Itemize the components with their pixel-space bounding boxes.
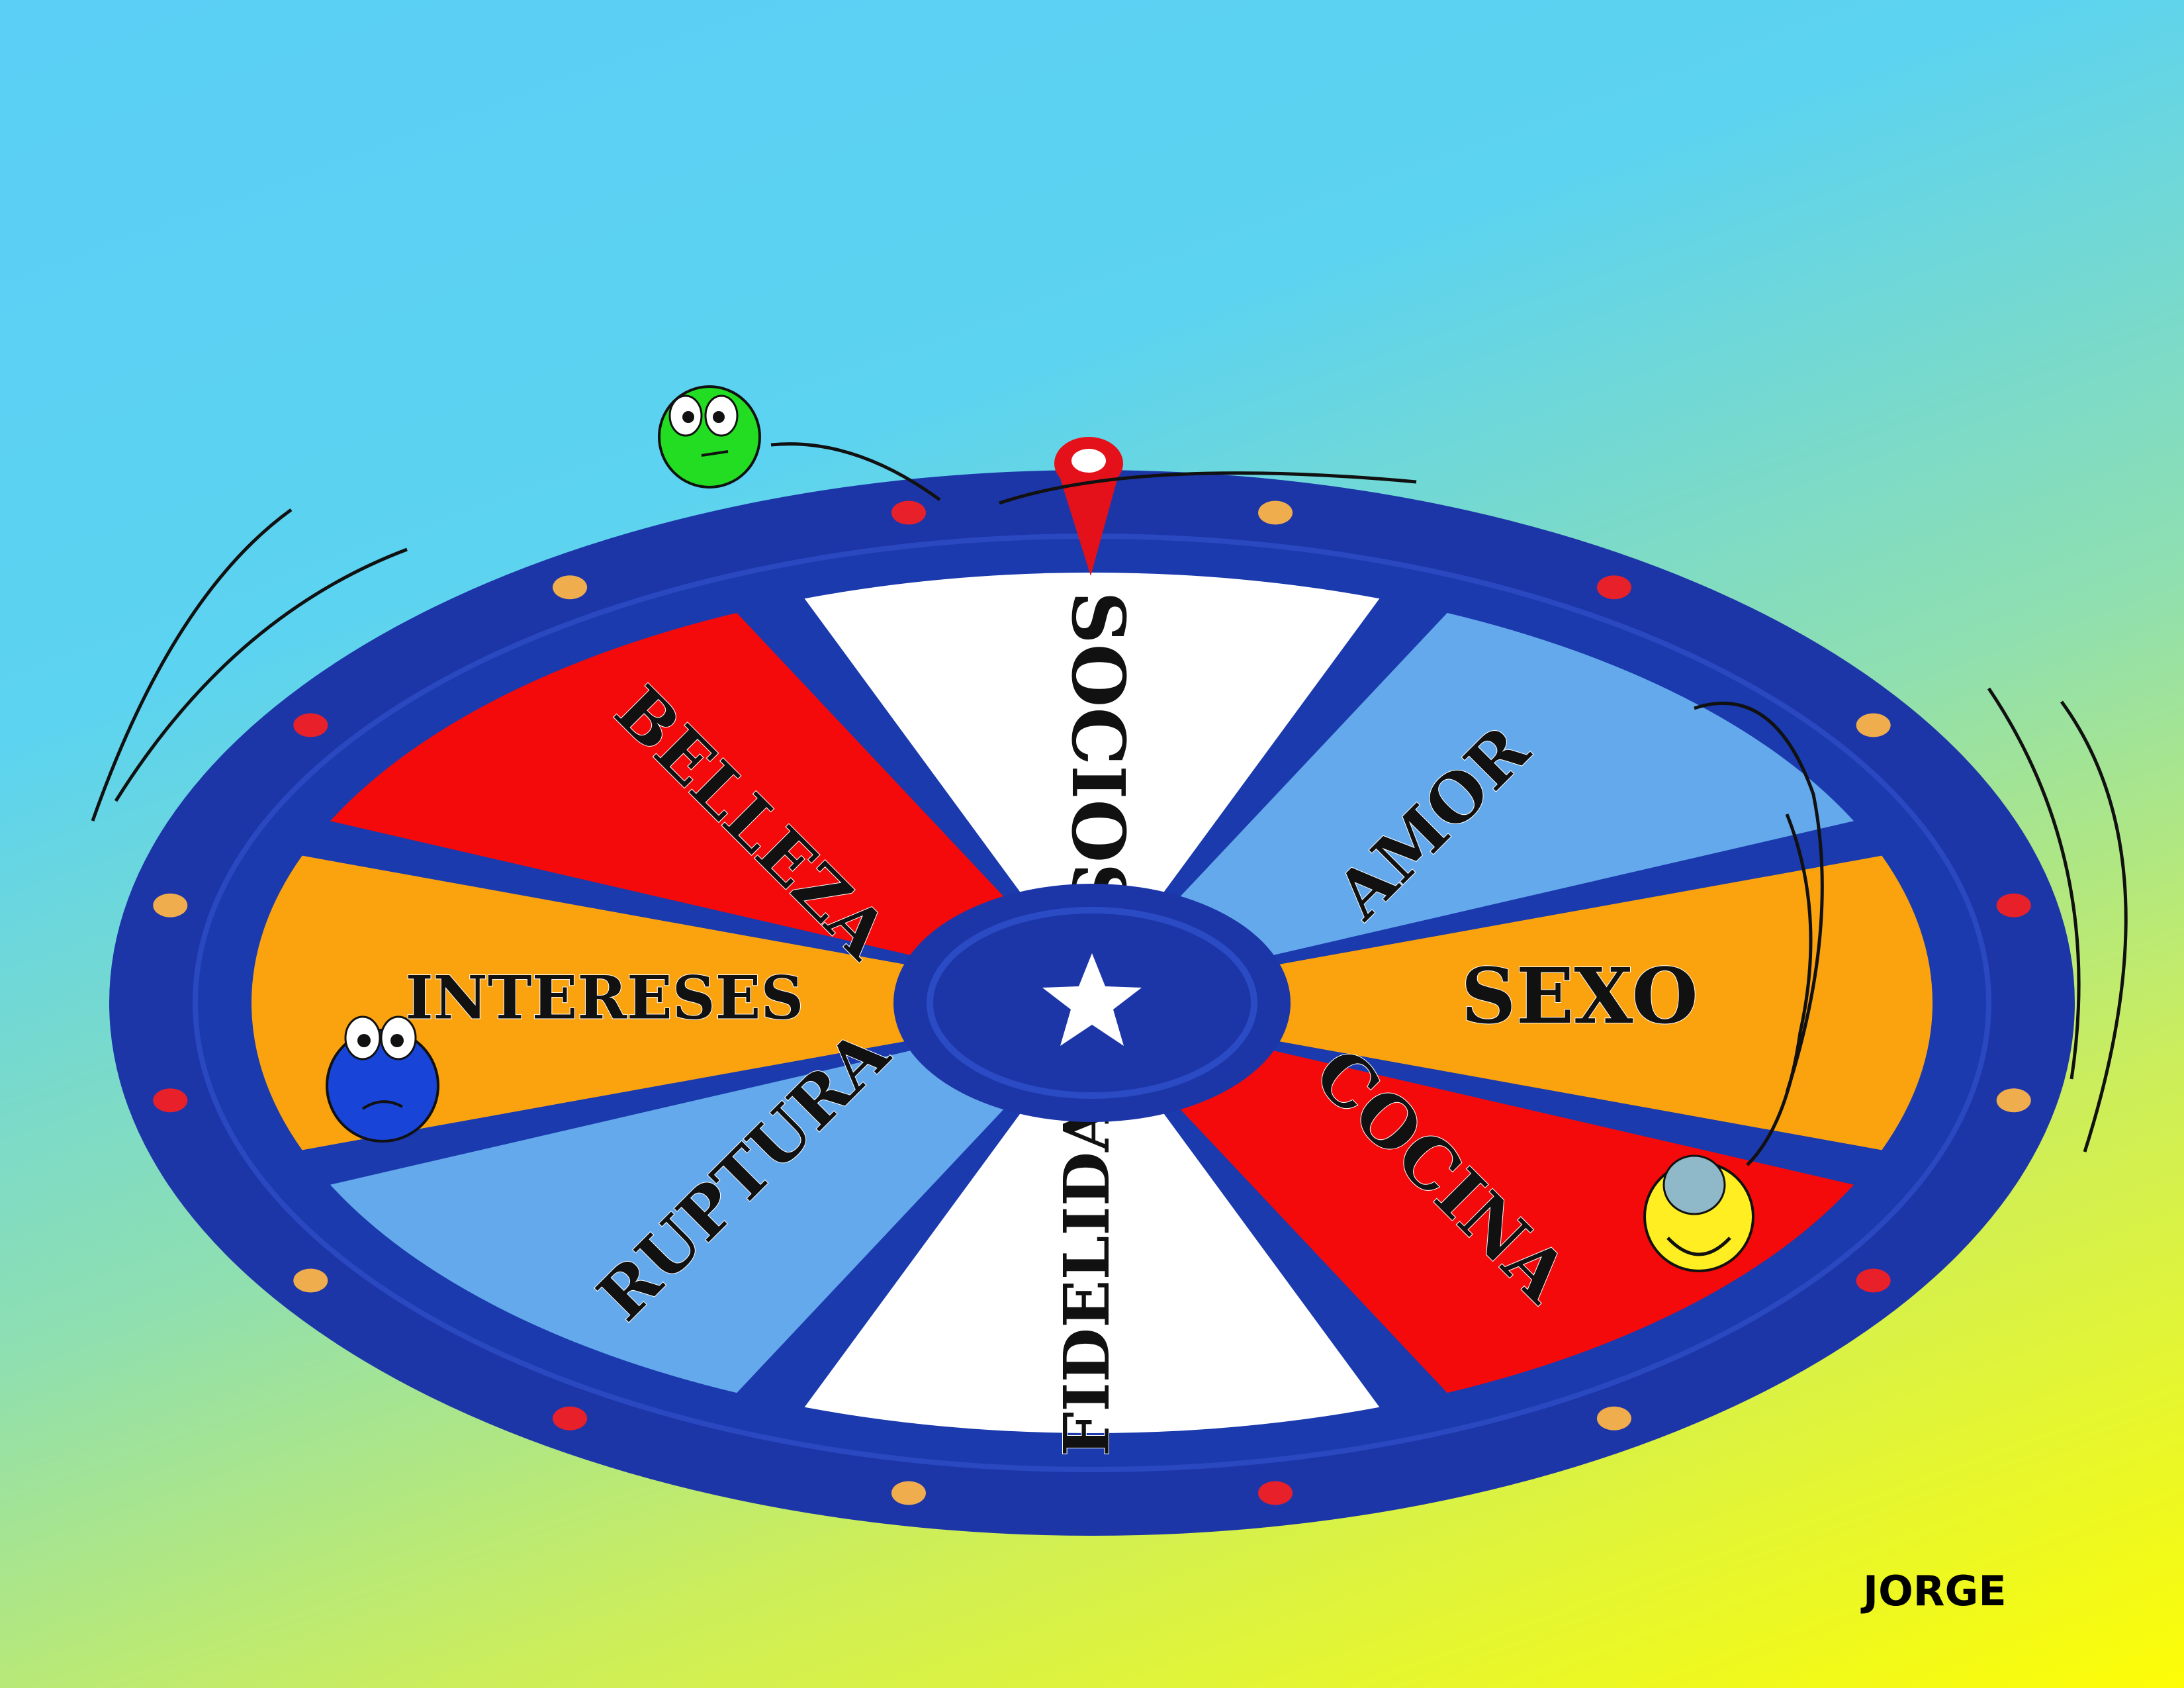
wheel-segment-ruptura (330, 1036, 1036, 1393)
rim-dot (1856, 713, 1891, 737)
rim-dot (553, 575, 588, 600)
blue-smiley (326, 1015, 439, 1143)
rim-dot (1856, 1268, 1891, 1293)
rim-dot (153, 893, 188, 917)
wheel-segment-belleza (330, 612, 1036, 970)
rim-dot (1258, 1481, 1293, 1505)
wheel-segment-socios (804, 572, 1380, 929)
wheel-hub-ring (927, 907, 1257, 1099)
rim-dot (293, 1268, 328, 1293)
rim-dot (153, 1088, 188, 1113)
segment-label-socios: SOCIOS (1056, 591, 1141, 915)
wheel-segment-fidelidad (804, 1077, 1380, 1433)
rim-dot (891, 1481, 926, 1505)
rim-dot (891, 500, 926, 525)
rim-dot (1258, 500, 1293, 525)
wheel-segment-cocina (1148, 1036, 1854, 1393)
wheel-segment-amor (1148, 612, 1854, 970)
motion-lines (91, 442, 2128, 1166)
green-smiley (658, 385, 761, 489)
rim-dot (1996, 1088, 2031, 1113)
rim-dot (553, 1406, 588, 1430)
rim-dot (1596, 575, 1631, 600)
rim-dot (293, 713, 328, 737)
segment-label-intereses: INTERESES (405, 963, 803, 1033)
artist-signature: JORGE (1860, 1567, 2007, 1615)
segment-label-sexo: SEXO (1461, 952, 1698, 1041)
pointer-pin-icon (1054, 437, 1123, 576)
rim-dot (1996, 893, 2031, 917)
star-icon (1042, 953, 1142, 1046)
rim-dot (1596, 1406, 1631, 1430)
wheel-segment-sexo (1216, 855, 1933, 1150)
yellow-smiley (1643, 1154, 1754, 1272)
